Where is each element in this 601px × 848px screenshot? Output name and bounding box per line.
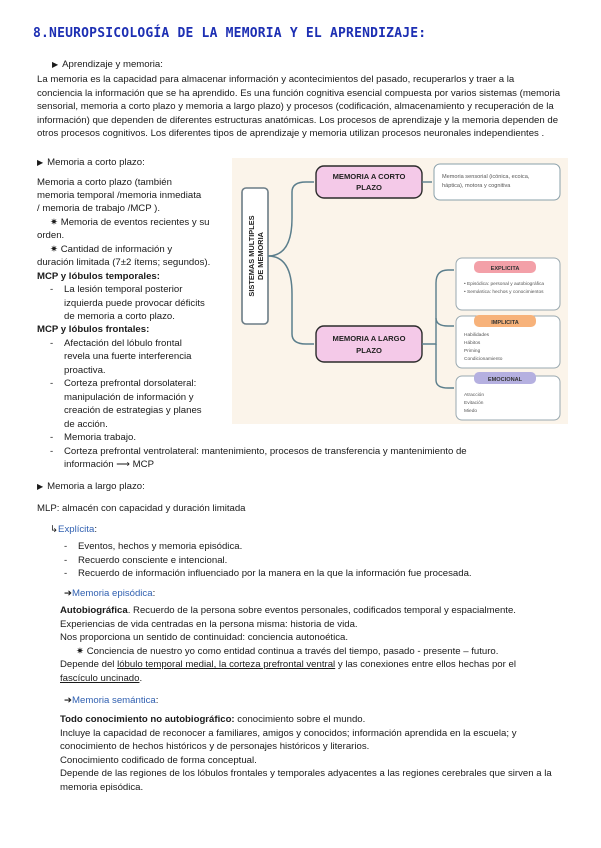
epi-line: Experiencias de vida centradas en la per… bbox=[60, 618, 358, 630]
epi-star-line: ✷ Conciencia de nuestro yo como entidad … bbox=[76, 645, 499, 657]
mcp-bullet: ✷ Cantidad de información y bbox=[50, 244, 173, 255]
star-icon: ✷ bbox=[76, 645, 85, 657]
intro-line: La memoria es la capacidad para almacena… bbox=[37, 74, 515, 85]
epi-line: fascículo uncinado. bbox=[60, 672, 143, 684]
list-item-cont: de acción. bbox=[64, 418, 108, 430]
list-item-cont: izquierda puede provocar déficits bbox=[64, 297, 205, 309]
sem-line: conocimiento de hechos históricos y de p… bbox=[60, 741, 370, 752]
implicita-item: Habilidades bbox=[464, 332, 490, 338]
mcp-bullet-cont: orden. bbox=[37, 230, 65, 241]
semantica-subheading: ➔Memoria semántica: bbox=[64, 695, 159, 706]
triangle-bullet-icon: ▶ bbox=[37, 158, 44, 167]
list-item: -Corteza prefrontal dorsolateral: bbox=[50, 378, 197, 389]
epi-line: Depende del lóbulo temporal medial, la c… bbox=[60, 659, 516, 670]
node-corto-plazo bbox=[315, 165, 423, 199]
star-icon: ✷ bbox=[50, 217, 59, 228]
explicita-item: • Semántica: hechos y conocimientos bbox=[464, 289, 544, 295]
sem-line: memoria episódica. bbox=[60, 781, 144, 793]
implicita-item: Priming bbox=[464, 348, 481, 354]
mlp-heading: ▶Memoria a largo plazo: bbox=[37, 481, 145, 492]
mcp-def-line: / memoria de trabajo /MCP ). bbox=[37, 203, 160, 214]
triangle-bullet-icon: ▶ bbox=[52, 60, 59, 69]
corto-detail-text: háptica), motora y cognitiva bbox=[442, 183, 511, 189]
mcp-bullet-cont: duración limitada (7±2 ítems; segundos). bbox=[37, 257, 211, 268]
connector-line bbox=[435, 317, 454, 327]
list-item: -Memoria trabajo. bbox=[50, 432, 136, 443]
systems-label: SISTEMAS MULTIPLES bbox=[247, 215, 256, 296]
sem-line: Depende de las regiones de los lóbulos f… bbox=[60, 768, 552, 779]
list-item: -Recuerdo consciente e intencional. bbox=[64, 554, 228, 566]
mcp-temporal-heading: MCP y lóbulos temporales: bbox=[37, 270, 160, 282]
page-title: 8.NEUROPSICOLOGÍA DE LA MEMORIA Y EL APR… bbox=[33, 26, 427, 41]
list-item-cont: de memoria a corto plazo. bbox=[64, 311, 175, 322]
arrow-right-icon: ➔ bbox=[64, 588, 73, 599]
mcp-def-line: memoria temporal /memoria inmediata bbox=[37, 190, 202, 201]
node-largo-label: PLAZO bbox=[356, 346, 382, 355]
corto-detail-box bbox=[433, 163, 561, 201]
emocional-item: Miedo bbox=[464, 408, 477, 414]
mcp-bullet: ✷ Memoria de eventos recientes y su bbox=[50, 217, 210, 228]
node-corto-label: MEMORIA A CORTO bbox=[333, 172, 406, 181]
explicita-label: EXPLICITA bbox=[491, 266, 520, 272]
list-item-cont: proactiva. bbox=[64, 364, 106, 376]
list-item: -Afectación del lóbulo frontal bbox=[50, 337, 182, 349]
node-largo-plazo bbox=[315, 325, 423, 363]
explicita-item: • Episódica: personal y autobiográfica bbox=[464, 281, 544, 287]
episodica-subheading: ➔Memoria episódica: bbox=[64, 588, 156, 599]
intro-heading: ▶Aprendizaje y memoria: bbox=[52, 59, 163, 70]
connector-line bbox=[267, 255, 314, 345]
list-item-cont: creación de estrategias y planes bbox=[64, 405, 202, 416]
mcp-heading: ▶Memoria a corto plazo: bbox=[37, 157, 145, 168]
intro-line: sensorial, memoria a corto plazo y memor… bbox=[37, 101, 554, 112]
emocional-item: Atracción bbox=[464, 392, 484, 398]
star-icon: ✷ bbox=[50, 244, 59, 255]
list-item-cont: manipulación de información y bbox=[64, 391, 194, 403]
connector-line bbox=[422, 269, 454, 345]
epi-line: Autobiográfica. Recuerdo de la persona s… bbox=[60, 605, 516, 616]
list-item: -Recuerdo de información influenciado po… bbox=[64, 568, 472, 579]
emocional-tag bbox=[474, 372, 536, 384]
sem-line: Incluye la capacidad de reconocer a fami… bbox=[60, 727, 517, 739]
connector-line bbox=[267, 181, 314, 257]
node-largo-label: MEMORIA A LARGO bbox=[333, 334, 406, 343]
list-item: -Corteza prefrontal ventrolateral: mante… bbox=[50, 445, 467, 457]
implicita-item: Hábitos bbox=[464, 340, 481, 346]
sem-line: Conocimiento codificado de forma concept… bbox=[60, 754, 257, 766]
list-item: -La lesión temporal posterior bbox=[50, 284, 183, 295]
arrow-right-icon: ➔ bbox=[64, 695, 73, 706]
triangle-bullet-icon: ▶ bbox=[37, 482, 44, 491]
intro-line: conciencia la información que se ha apre… bbox=[37, 87, 561, 99]
implicita-label: IMPLICITA bbox=[491, 320, 519, 326]
list-item-cont: información ⟶ MCP bbox=[64, 459, 154, 470]
explicita-subheading: ↳Explícita: bbox=[50, 524, 97, 535]
mlp-def: MLP: almacén con capacidad y duración li… bbox=[37, 503, 246, 514]
node-corto-label: PLAZO bbox=[356, 183, 382, 192]
emocional-item: Evitación bbox=[464, 400, 484, 406]
connector-line bbox=[435, 344, 454, 389]
emocional-label: EMOCIONAL bbox=[488, 377, 523, 383]
epi-line: Nos proporciona un sentido de continuida… bbox=[60, 632, 349, 643]
return-arrow-icon: ↳ bbox=[50, 524, 59, 535]
corto-detail-text: Memoria sensorial (icónica, ecoica, bbox=[442, 174, 530, 180]
mcp-frontal-heading: MCP y lóbulos frontales: bbox=[37, 324, 150, 335]
explicita-tag bbox=[474, 261, 536, 273]
intro-line: información) que dependen de diferentes … bbox=[37, 114, 559, 126]
intro-line: otros procesos cognitivos. Los diferente… bbox=[37, 128, 545, 139]
memory-systems-diagram: SISTEMAS MULTIPLES DE MEMORIA MEMORIA A … bbox=[232, 158, 568, 424]
mcp-def-line: Memoria a corto plazo (también bbox=[37, 177, 172, 188]
list-item-cont: revela una fuerte interferencia bbox=[64, 351, 192, 362]
sem-line: Todo conocimiento no autobiográfico: con… bbox=[60, 714, 366, 725]
list-item: -Eventos, hechos y memoria episódica. bbox=[64, 541, 243, 552]
implicita-item: Condicionamiento bbox=[464, 356, 503, 362]
implicita-tag bbox=[474, 315, 536, 327]
systems-label: DE MEMORIA bbox=[256, 231, 265, 280]
